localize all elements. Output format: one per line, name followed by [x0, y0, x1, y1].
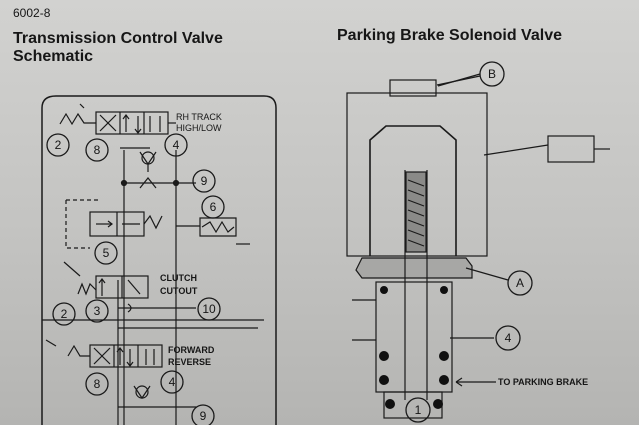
solenoid-body [352, 125, 473, 419]
callout-5: 5 [103, 246, 110, 260]
forward-reverse-valve [45, 339, 163, 368]
label-cutout: CUTOUT [160, 286, 198, 296]
callout-1: 1 [415, 403, 422, 417]
callout-4-right: 4 [505, 331, 512, 345]
callout-3: 3 [94, 304, 101, 318]
callout-10: 10 [202, 302, 216, 316]
o-rings [379, 286, 449, 409]
callout-8-lower: 8 [94, 377, 101, 391]
callout-4: 4 [173, 138, 180, 152]
callout-a: A [516, 276, 524, 290]
callout-2-lower: 2 [61, 307, 68, 321]
label-reverse: REVERSE [168, 357, 211, 367]
clutch-cutout-valve [63, 261, 149, 299]
schematic-title: Transmission Control Valve Schematic [13, 30, 223, 66]
callout-2: 2 [55, 138, 62, 152]
callout-8: 8 [94, 143, 101, 157]
callout-9: 9 [201, 174, 208, 188]
rh-track-valve [59, 103, 176, 135]
label-clutch: CLUTCH [160, 273, 197, 283]
valve-5 [65, 199, 163, 249]
label-to-parking-brake: TO PARKING BRAKE [498, 377, 588, 387]
schematic-title-line2: Schematic [13, 48, 94, 65]
callout-4-lower: 4 [169, 375, 176, 389]
page-number: 6002-8 [13, 6, 51, 20]
solenoid-coil [346, 75, 610, 257]
callout-9-lower: 9 [200, 409, 207, 423]
callout-b: B [488, 67, 496, 81]
label-forward: FORWARD [168, 345, 215, 355]
solenoid-title: Parking Brake Solenoid Valve [337, 27, 562, 44]
accumulator-6 [176, 217, 237, 237]
label-rh-track: RH TRACK [176, 112, 222, 122]
schematic-title-line1: Transmission Control Valve [13, 30, 223, 47]
callout-6: 6 [210, 200, 217, 214]
schematic-frame [41, 95, 277, 425]
label-high-low: HIGH/LOW [176, 123, 222, 133]
